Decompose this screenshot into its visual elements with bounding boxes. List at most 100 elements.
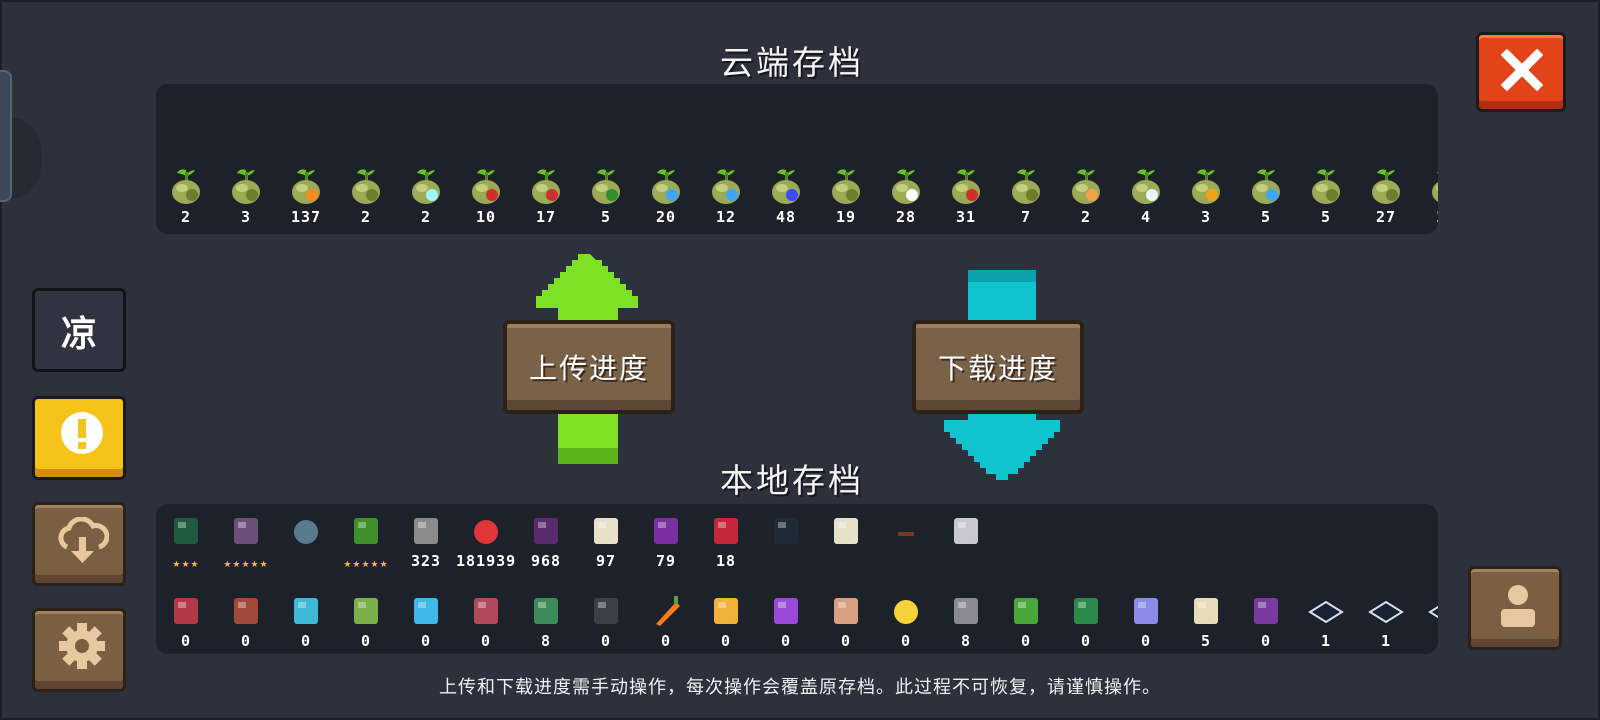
item-count: 0 xyxy=(180,632,192,650)
inventory-slot: 0 xyxy=(756,588,816,654)
orb-icon xyxy=(294,520,318,544)
settings-button[interactable] xyxy=(32,608,126,692)
eye-pad-icon xyxy=(1428,605,1438,619)
close-icon xyxy=(1501,49,1543,91)
person-icon xyxy=(1501,585,1535,627)
inventory-slot: 3 xyxy=(216,164,276,234)
flag-icon xyxy=(1134,598,1158,624)
item-count: 10 xyxy=(475,208,497,226)
item-count: 0 xyxy=(420,632,432,650)
item-count: 0 xyxy=(600,632,612,650)
item-count: 5 xyxy=(1200,632,1212,650)
terminal-icon xyxy=(174,518,198,544)
eye-pad-icon xyxy=(1368,600,1404,624)
item-rarity-stars: ★★★★★ xyxy=(223,560,269,570)
inventory-slot: 28 xyxy=(876,164,936,234)
paper-icon xyxy=(1194,598,1218,624)
inventory-slot: 16 xyxy=(1416,164,1438,234)
inventory-slot: 0 xyxy=(996,588,1056,654)
item-count: 968 xyxy=(530,552,562,570)
inventory-slot: 0 xyxy=(1056,588,1116,654)
inventory-slot: 18 xyxy=(696,508,756,582)
item-count: 0 xyxy=(300,632,312,650)
inventory-slot: 2 xyxy=(1056,164,1116,234)
item-count: 19 xyxy=(835,208,857,226)
seed-blue-icon xyxy=(1252,169,1280,204)
fish-icon xyxy=(414,598,438,624)
item-count: 0 xyxy=(1080,632,1092,650)
item-count: 8 xyxy=(540,632,552,650)
cloud-sync-button[interactable] xyxy=(32,502,126,586)
item-count: 2 xyxy=(420,208,432,226)
inventory-slot: 2 xyxy=(156,164,216,234)
language-button[interactable]: 凉 xyxy=(32,288,126,372)
black-cat-icon xyxy=(774,518,798,544)
seed-plant-icon xyxy=(1372,169,1400,204)
inventory-slot: 10 xyxy=(456,164,516,234)
machine-icon xyxy=(174,598,198,624)
inventory-slot xyxy=(936,508,996,582)
item-count: 1 xyxy=(1380,632,1392,650)
inventory-slot: 0 xyxy=(696,588,756,654)
item-count: 323 xyxy=(410,552,442,570)
purple-mask-icon xyxy=(654,518,678,544)
skull-icon xyxy=(834,518,858,544)
cloud-save-title: 云端存档 xyxy=(720,43,864,82)
close-button[interactable] xyxy=(1476,32,1566,112)
item-count: 0 xyxy=(1020,632,1032,650)
item-rarity-stars: ★★★ xyxy=(172,560,200,570)
oni-icon xyxy=(954,518,978,544)
download-button[interactable]: 下载进度 xyxy=(912,320,1084,414)
inventory-slot: 0 xyxy=(876,588,936,654)
inventory-slot: 1 xyxy=(1296,588,1356,654)
red-slime-icon xyxy=(474,520,498,544)
item-count: 0 xyxy=(840,632,852,650)
seed-red-icon xyxy=(472,169,500,204)
seed-plant-icon xyxy=(832,169,860,204)
item-count: 8 xyxy=(960,632,972,650)
seed-orange-icon xyxy=(1072,169,1100,204)
stick-icon xyxy=(898,532,914,536)
inventory-slot: 48 xyxy=(756,164,816,234)
inventory-slot: 4 xyxy=(1116,164,1176,234)
alert-icon xyxy=(61,412,103,454)
item-count: 2 xyxy=(1080,208,1092,226)
inventory-slot: 0 xyxy=(816,588,876,654)
item-count: 137 xyxy=(290,208,322,226)
local-save-title: 本地存档 xyxy=(720,461,864,500)
inventory-slot xyxy=(876,508,936,582)
robot-icon xyxy=(954,598,978,624)
inventory-slot: 0 xyxy=(456,588,516,654)
inventory-slot: 7 xyxy=(996,164,1056,234)
item-count: 28 xyxy=(895,208,917,226)
seed-plant-icon xyxy=(1312,169,1340,204)
upload-button[interactable]: 上传进度 xyxy=(503,320,675,414)
inventory-slot: ★★★★★ xyxy=(336,508,396,582)
inventory-slot: 17 xyxy=(516,164,576,234)
gun-icon xyxy=(414,518,438,544)
profile-button[interactable] xyxy=(1468,566,1562,650)
inventory-slot: 19 xyxy=(816,164,876,234)
notice-button[interactable] xyxy=(32,396,126,480)
crate-icon xyxy=(294,598,318,624)
cloud-save-panel: 2313722101752012481928317243552716 xyxy=(156,84,1438,234)
item-count: 2 xyxy=(180,208,192,226)
inventory-slot: 1 xyxy=(1356,588,1416,654)
red-mask-icon xyxy=(714,518,738,544)
inventory-slot: 3 xyxy=(1176,164,1236,234)
item-count: 0 xyxy=(660,632,672,650)
seed-plant-icon xyxy=(232,169,260,204)
item-count: 48 xyxy=(775,208,797,226)
inventory-slot xyxy=(276,508,336,582)
item-count: 0 xyxy=(1260,632,1272,650)
moon-icon xyxy=(894,600,918,624)
item-count: 181939 xyxy=(456,552,517,570)
item-count: 2 xyxy=(360,208,372,226)
item-count: 5 xyxy=(1320,208,1332,226)
side-drawer-tab[interactable] xyxy=(0,70,12,202)
stone-icon xyxy=(594,598,618,624)
language-label: 凉 xyxy=(60,314,97,355)
inventory-slot: 137 xyxy=(276,164,336,234)
